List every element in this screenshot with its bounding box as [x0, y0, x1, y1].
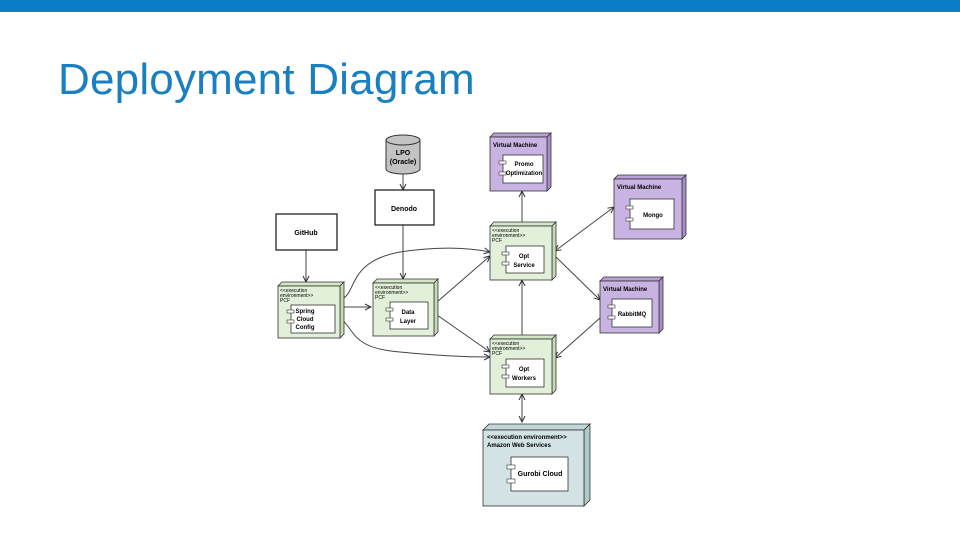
datalayer-header-3: PCF — [375, 295, 385, 301]
denodo-label: Denodo — [391, 206, 417, 213]
aws-execution-environment-node: <<execution environment>> Amazon Web Ser… — [482, 423, 591, 507]
vm-mongo-node: Virtual Machine Mongo — [613, 174, 687, 240]
vm-rabbitmq-component-label: RabbitMQ — [618, 312, 647, 318]
edge-optservice-rabbitmq — [554, 255, 600, 300]
aws-component — [510, 456, 569, 492]
optworkers-header-1: <<execution — [492, 341, 519, 347]
vm-promo-component — [502, 154, 544, 184]
vm-mongo-header: Virtual Machine — [617, 185, 662, 191]
edge-datalayer-optservice — [436, 256, 490, 303]
aws-component-label: Gurobi Cloud — [518, 471, 563, 478]
spring-header-2: environment>> — [280, 293, 313, 299]
github-node: GitHub — [275, 213, 338, 251]
vm-mongo-component-label: Mongo — [643, 213, 663, 219]
optworkers-component — [505, 358, 545, 388]
spring-component-label-2: Cloud — [297, 317, 314, 323]
data-layer-node: <<execution environment>> PCF Data Layer — [372, 278, 439, 337]
vm-rabbitmq-header: Virtual Machine — [603, 287, 648, 293]
vm-mongo-component — [629, 198, 675, 230]
edge-spring-optservice — [339, 248, 490, 301]
vm-promo-optimization-node: Virtual Machine Promo Optimization — [489, 132, 552, 192]
optservice-component-label-2: Service — [513, 263, 535, 269]
lpo-sublabel: (Oracle) — [390, 159, 416, 166]
spring-component-label-3: Config — [296, 325, 315, 331]
github-label: GitHub — [294, 230, 317, 237]
datalayer-component-label-2: Layer — [400, 319, 417, 325]
opt-service-node: <<execution environment>> PCF Opt Servic… — [489, 221, 557, 281]
vm-rabbitmq-node: Virtual Machine RabbitMQ — [599, 276, 664, 334]
datalayer-component-label-1: Data — [401, 310, 415, 316]
spring-component-label-1: Spring — [296, 309, 315, 315]
optworkers-component-label-2: Workers — [512, 376, 537, 382]
datalayer-header-1: <<execution — [375, 285, 402, 291]
edge-spring-optworkers — [339, 317, 490, 357]
datalayer-header-2: environment>> — [375, 290, 408, 296]
optservice-component — [505, 245, 545, 274]
spring-header-3: PCF — [280, 298, 290, 304]
optworkers-component-label-1: Opt — [519, 367, 529, 373]
optworkers-header-3: PCF — [492, 351, 502, 357]
spring-header-1: <<execution — [280, 288, 307, 294]
vm-promo-component-label-1: Promo — [514, 162, 533, 168]
datalayer-component — [389, 301, 429, 330]
lpo-database: LPO (Oracle) — [385, 134, 421, 175]
top-accent-bar — [0, 0, 960, 12]
edge-optservice-mongo — [555, 207, 614, 251]
aws-header-2: Amazon Web Services — [487, 443, 552, 449]
optservice-component-label-1: Opt — [519, 254, 529, 260]
vm-promo-header: Virtual Machine — [493, 143, 538, 149]
spring-cloud-config-node: <<execution environment>> PCF Spring Clo… — [277, 281, 345, 339]
optservice-header-3: PCF — [492, 238, 502, 244]
edge-datalayer-optworkers — [436, 314, 490, 352]
denodo-node: Denodo — [374, 189, 435, 226]
opt-workers-node: <<execution environment>> PCF Opt Worker… — [489, 334, 557, 395]
edge-rabbitmq-optworkers — [555, 317, 601, 358]
connectors — [306, 173, 614, 422]
slide-title: Deployment Diagram — [58, 55, 475, 104]
optworkers-header-2: environment>> — [492, 346, 525, 352]
lpo-label: LPO — [396, 150, 411, 157]
optservice-header-2: environment>> — [492, 233, 525, 239]
aws-header-1: <<execution environment>> — [487, 435, 567, 441]
vm-promo-component-label-2: Optimization — [506, 171, 543, 177]
spring-component — [290, 304, 336, 334]
vm-rabbitmq-component — [611, 298, 653, 328]
optservice-header-1: <<execution — [492, 228, 519, 234]
